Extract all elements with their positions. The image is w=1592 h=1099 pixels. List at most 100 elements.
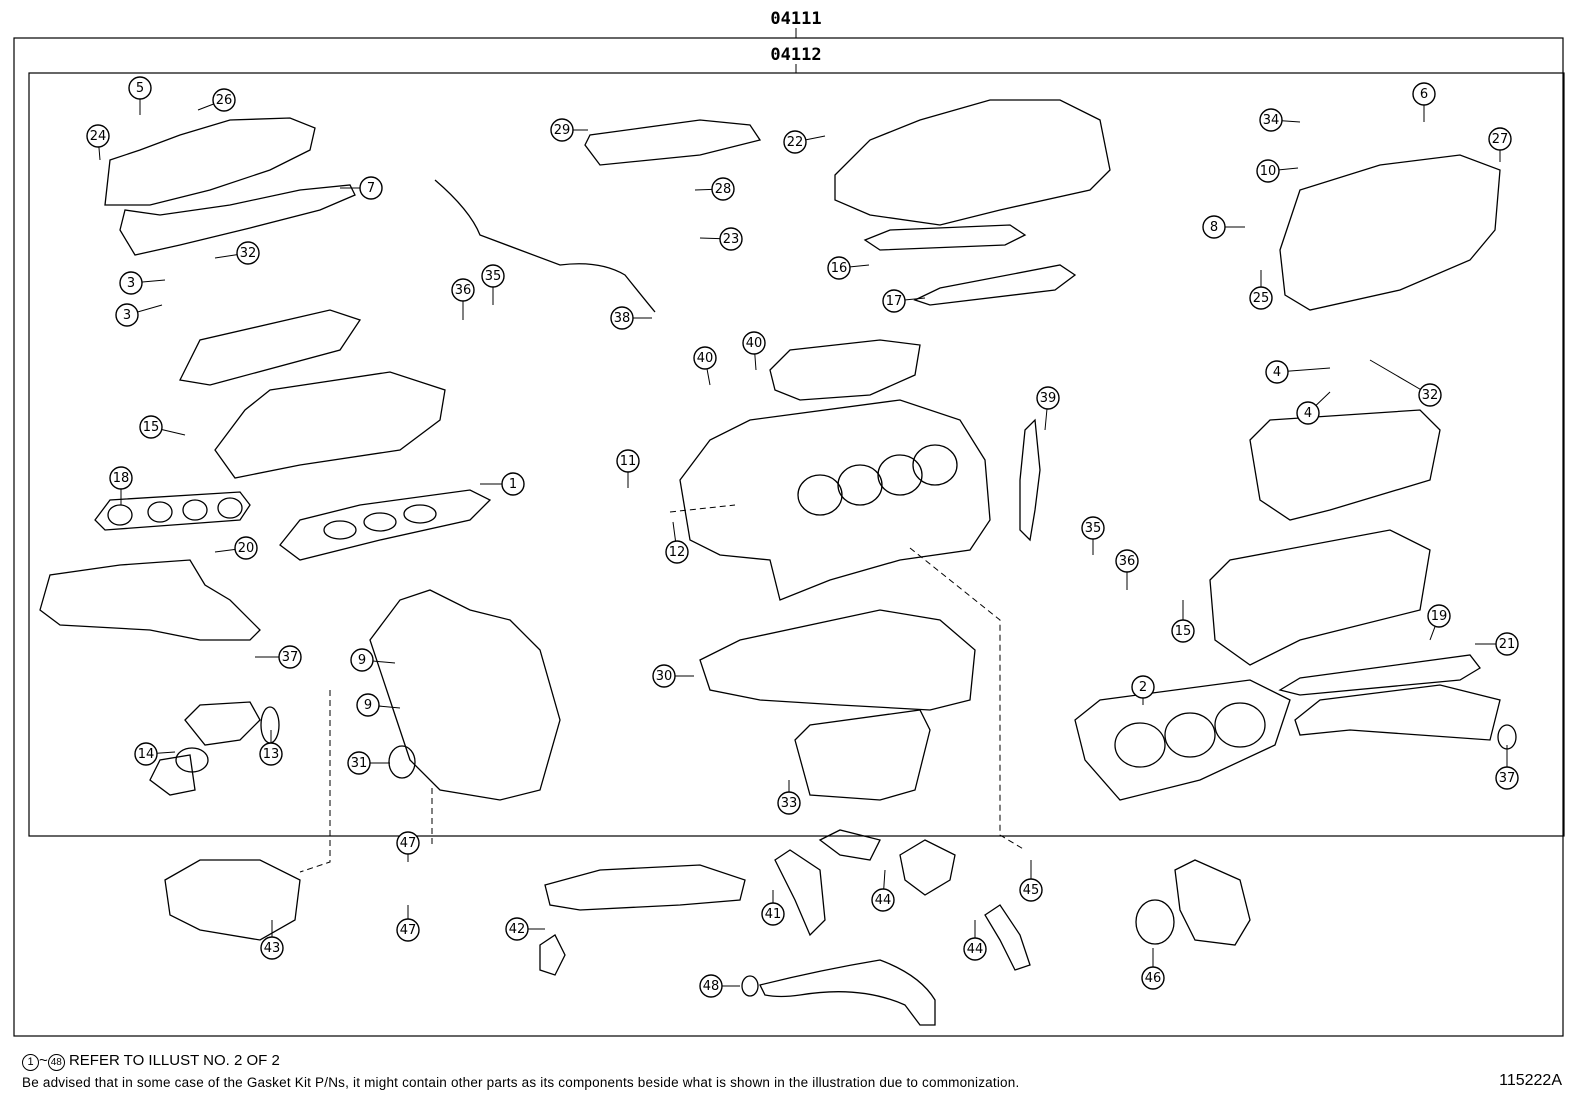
callout-number: 9 [358,653,366,668]
callout-37: 37 [255,645,302,669]
callout-number: 18 [113,471,130,486]
range-separator: ~ [39,1052,48,1069]
callout-10: 10 [1256,159,1299,183]
callout-number: 32 [240,246,257,261]
callout-number: 27 [1492,132,1509,147]
callout-circle [501,472,525,496]
callout-number: 20 [238,541,255,556]
callout-circle [278,645,302,669]
callout-31: 31 [347,751,390,775]
callout-number: 8 [1210,220,1218,235]
callout-number: 14 [138,747,155,762]
callout-40: 40 [693,346,717,386]
callout-number: 40 [746,336,763,351]
dashed-reference-lines [299,504,1026,873]
engine-parts-illustration [39,99,1517,1026]
callout-circle [1249,286,1273,310]
callout-circle [665,540,689,564]
callout-24: 24 [86,124,110,161]
callout-14: 14 [134,742,176,766]
callout-circle [719,227,743,251]
callout-number: 47 [400,836,417,851]
callout-number: 13 [263,747,280,762]
callout-circle [356,693,380,717]
callout-number: 15 [143,420,160,435]
callout-circle [1488,127,1512,151]
callout-number: 1 [509,477,517,492]
callout-circle [1265,360,1289,384]
callout-43: 43 [260,920,284,960]
callout-circle [882,289,906,313]
callout-circle [350,648,374,672]
callout-15: 15 [139,415,186,439]
callout-number: 2 [1139,680,1147,695]
callout-circle [1495,766,1519,790]
callout-number: 16 [831,261,848,276]
callout-25: 25 [1249,270,1273,310]
callout-27: 27 [1488,127,1512,162]
callout-33: 33 [777,780,801,815]
callout-circle [128,76,152,100]
callout-40: 40 [742,331,766,371]
callout-circle [1427,604,1451,628]
callout-circle [783,130,807,154]
callout-circle [1171,619,1195,643]
callout-47: 47 [396,905,420,942]
callout-17: 17 [882,289,926,313]
callout-number: 42 [509,922,526,937]
callout-8: 8 [1202,215,1245,239]
callout-circle [234,536,258,560]
callout-circle [115,303,139,327]
callout-circle [134,742,158,766]
callout-circle [827,256,851,280]
callout-20: 20 [214,536,258,560]
callout-circle [396,831,420,855]
callout-3: 3 [115,303,163,327]
callout-39: 39 [1036,386,1060,431]
callout-28: 28 [694,177,735,201]
callout-number: 7 [367,181,375,196]
callout-11: 11 [616,449,640,488]
callout-23: 23 [699,227,743,251]
illustration-id: 115222A [1499,1072,1562,1089]
callout-circle [481,264,505,288]
callout-number: 35 [1085,521,1102,536]
callout-circle [505,917,529,941]
callout-circle [1081,516,1105,540]
callout-48: 48 [699,974,740,998]
callout-circle [86,124,110,148]
range-start-marker: 1 [22,1054,39,1071]
callout-circle [109,466,133,490]
callout-number: 12 [669,545,686,560]
callout-circle [1141,966,1165,990]
callout-9: 9 [350,648,396,672]
callout-circle [610,306,634,330]
callout-circle [652,664,676,688]
callout-number: 24 [90,129,107,144]
callout-number: 25 [1253,291,1270,306]
callout-42: 42 [505,917,545,941]
kit-outer-label: 04111 [770,9,821,29]
callout-35: 35 [481,264,505,305]
kit-inner-label: 04112 [770,45,821,65]
callout-2: 2 [1131,675,1155,705]
callout-circle [259,742,283,766]
callout-number: 30 [656,669,673,684]
callout-number: 28 [715,182,732,197]
callout-circle [1495,632,1519,656]
callout-number: 21 [1499,637,1516,652]
callout-circle [1019,878,1043,902]
callout-47: 47 [396,831,420,862]
callout-21: 21 [1475,632,1519,656]
callout-26: 26 [197,88,236,112]
callout-number: 32 [1422,388,1439,403]
callout-number: 43 [264,941,281,956]
callout-circle [711,177,735,201]
callout-5: 5 [128,76,152,115]
callout-number: 33 [781,796,798,811]
callout-circle [1296,401,1320,425]
callout-15: 15 [1171,600,1195,643]
callout-circle [616,449,640,473]
callout-circle [871,888,895,912]
